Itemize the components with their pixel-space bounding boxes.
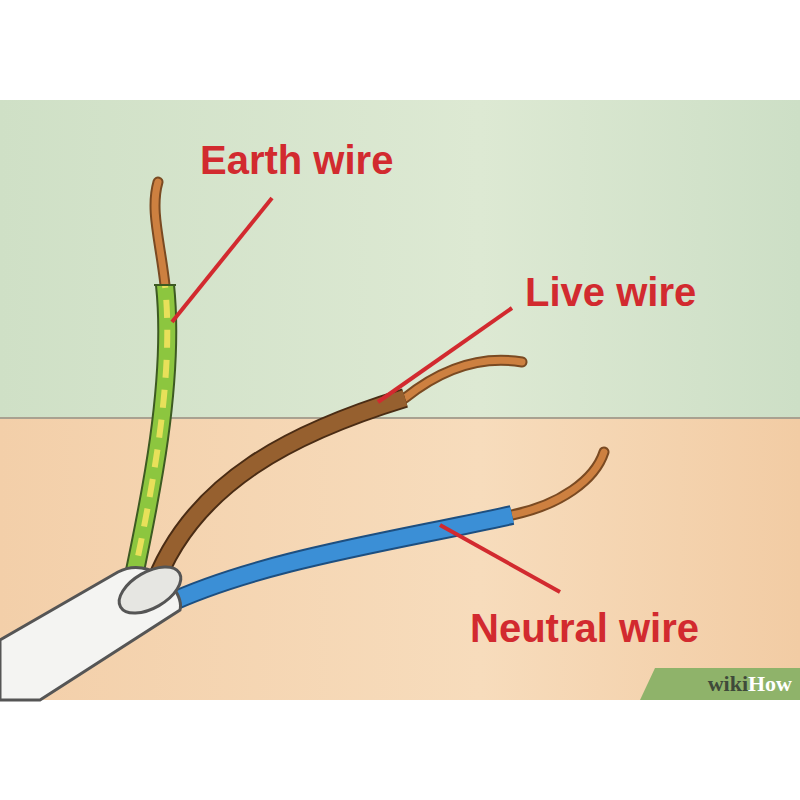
- part-label: Live wire: [525, 272, 696, 312]
- leader-line: [378, 308, 512, 402]
- watermark: How: [748, 673, 792, 695]
- watermark-tab: [640, 668, 800, 700]
- part-label: Neutral wire: [470, 608, 699, 648]
- wall-ground: [0, 100, 800, 418]
- part-label: Earth wire: [200, 140, 393, 180]
- horizon-line: [0, 417, 800, 419]
- cable-sheath: [0, 557, 188, 700]
- leader-line: [440, 525, 560, 592]
- neutral-wire: [165, 452, 604, 605]
- floor-ground: [0, 418, 800, 700]
- earth-wire: [132, 182, 176, 585]
- watermark: wiki: [708, 673, 748, 695]
- leader-line: [172, 198, 272, 322]
